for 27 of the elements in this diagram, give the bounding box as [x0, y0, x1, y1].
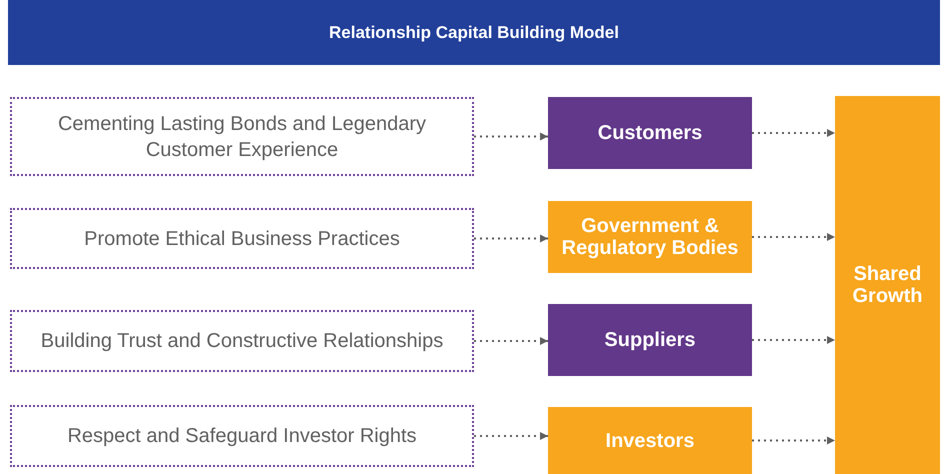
node-label: Government & Regulatory Bodies	[560, 215, 740, 259]
node-label: Suppliers	[604, 329, 696, 351]
node-label: Building Trust and Constructive Relationships	[40, 329, 444, 354]
dotted-arrow	[752, 336, 835, 344]
dotted-arrow	[752, 436, 835, 444]
node-label: Respect and Safeguard Investor Rights	[67, 424, 417, 449]
dotted-text-box	[10, 208, 474, 269]
stakeholder-box	[548, 201, 752, 273]
dotted-arrow	[474, 132, 548, 140]
dotted-arrow	[474, 234, 548, 242]
stakeholder-box	[548, 97, 752, 169]
dotted-arrow	[474, 432, 548, 440]
dotted-text-box	[10, 405, 474, 467]
node-label: Cementing Lasting Bonds and Legendary Customer Experience	[56, 112, 428, 162]
node-label: Customers	[598, 122, 702, 144]
title-banner: Relationship Capital Building Model	[8, 0, 940, 65]
dotted-arrow	[752, 233, 835, 241]
stakeholder-box	[548, 304, 752, 376]
node-label: Promote Ethical Business Practices	[84, 226, 400, 252]
node-label: Shared Growth	[852, 263, 924, 307]
outcome-box	[835, 96, 940, 474]
dotted-arrow	[474, 337, 548, 345]
dotted-text-box	[10, 97, 474, 176]
dotted-text-box	[10, 310, 474, 372]
stakeholder-box	[548, 407, 752, 474]
dotted-arrow	[752, 129, 835, 137]
node-label: Investors	[606, 430, 694, 452]
